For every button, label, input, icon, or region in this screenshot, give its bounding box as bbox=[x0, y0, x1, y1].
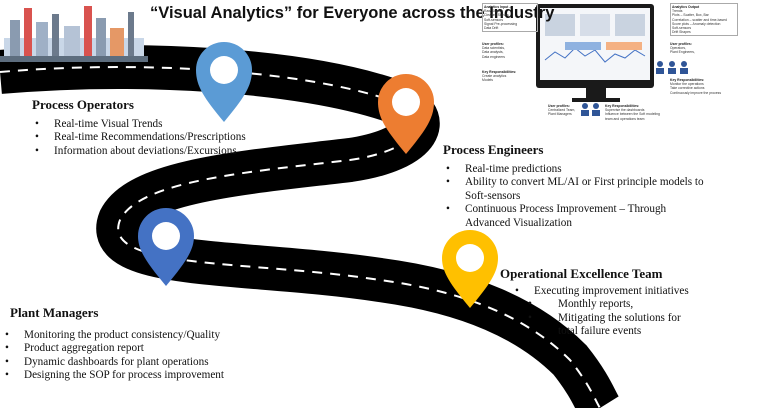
user-profiles-left-title: User profiles: bbox=[482, 42, 504, 46]
list-sub-item: Mitigating the solutions for bbox=[512, 312, 689, 326]
analytics-output-item: Plots – Scatter, Box, Bar bbox=[672, 13, 709, 18]
analytics-output-item: Correlation – scatter and time-based bbox=[672, 17, 727, 22]
key-resp-item: Influence between the Soft modeling bbox=[605, 112, 660, 117]
list-item-continuation: total failure events bbox=[558, 325, 642, 338]
analytics-input-item: Raw Signals bbox=[484, 9, 503, 14]
list-item-continuation: Advanced Visualization bbox=[465, 216, 572, 229]
key-responsibilities-left: Key Responsibilities: Create analytics M… bbox=[482, 70, 516, 83]
people-icons bbox=[581, 61, 688, 116]
analytics-output-box: Analytics Output Trends Plots – Scatter,… bbox=[670, 3, 738, 37]
process-operators-list: Real-time Visual Trends Real-time Recomm… bbox=[32, 118, 246, 159]
user-profile-item: Centralized Team, bbox=[548, 108, 576, 113]
key-resp-item: Monitor the operations bbox=[670, 82, 704, 87]
user-profile-item: Plant Managers bbox=[548, 112, 572, 117]
process-engineers-section: Process Engineers Real-time predictions … bbox=[443, 142, 704, 230]
list-item: Monitoring the product consistency/Quali… bbox=[2, 329, 224, 343]
user-profile-item: Operators, bbox=[670, 46, 687, 51]
pin-plant-managers bbox=[138, 208, 194, 286]
process-engineers-heading: Process Engineers bbox=[443, 142, 544, 157]
list-item-continuation: Soft-sensors bbox=[465, 189, 521, 202]
user-profile-item: Data analysts, bbox=[482, 50, 504, 55]
list-item: Executing improvement initiatives bbox=[512, 285, 689, 299]
process-operators-section: Process Operators Real-time Visual Trend… bbox=[32, 97, 246, 159]
list-item: Real-time Recommendations/Prescriptions bbox=[32, 131, 246, 145]
list-item: Designing the SOP for process improvemen… bbox=[2, 369, 224, 383]
operational-excellence-section: Operational Excellence Team Executing im… bbox=[500, 266, 689, 339]
key-responsibilities-bottom: Key Responsibilities: Supervise the dash… bbox=[605, 104, 660, 121]
list-item: Real-time Visual Trends bbox=[32, 118, 246, 132]
analytics-input-item: Data Drift bbox=[484, 26, 499, 31]
factory-illustration bbox=[0, 6, 148, 62]
list-item: Continuous Process Improvement – Through bbox=[443, 203, 704, 217]
analytics-input-item: Signal Pre-processing bbox=[484, 21, 518, 26]
key-resp-left-title: Key Responsibilities: bbox=[482, 70, 517, 74]
pin-operational-excellence bbox=[442, 230, 498, 308]
list-item: Dynamic dashboards for plant operations bbox=[2, 356, 224, 370]
key-resp-right-title: Key Responsibilities: bbox=[670, 78, 705, 82]
key-resp-item: team and operations team bbox=[605, 116, 645, 121]
user-profile-item: Data scientists, bbox=[482, 46, 505, 51]
analytics-output-item: Trends bbox=[672, 9, 683, 14]
analytics-output-item: Soft-sensors bbox=[672, 26, 692, 31]
list-item: Ability to convert ML/AI or First princi… bbox=[443, 176, 704, 190]
user-profiles-bottom-title: User profiles: bbox=[548, 104, 570, 108]
list-item: Product aggregation report bbox=[2, 342, 224, 356]
pin-process-operators bbox=[195, 41, 253, 122]
plant-managers-list: Monitoring the product consistency/Quali… bbox=[2, 329, 224, 383]
plant-managers-section: Plant Managers Monitoring the product co… bbox=[5, 305, 224, 383]
key-responsibilities-right: Key Responsibilities: Monitor the operat… bbox=[670, 78, 721, 95]
user-profiles-right-title: User profiles: bbox=[670, 42, 692, 46]
list-item: Information about deviations/Excursions bbox=[32, 145, 246, 159]
page-title: “Visual Analytics” for Everyone across t… bbox=[150, 4, 555, 22]
user-profile-item: Data engineers bbox=[482, 54, 505, 59]
key-resp-bottom-title: Key Responsibilities: bbox=[605, 104, 640, 108]
analytics-output-title: Analytics Output bbox=[672, 5, 700, 9]
process-operators-heading: Process Operators bbox=[32, 97, 134, 112]
pin-process-engineers bbox=[378, 74, 434, 154]
list-sub-item: Monthly reports, bbox=[512, 298, 689, 312]
analytics-output-item: Drift Shapes bbox=[672, 30, 691, 35]
key-resp-item: Create analytics bbox=[482, 74, 507, 79]
key-resp-item: Supervise the dashboards bbox=[605, 108, 645, 113]
plant-managers-heading: Plant Managers bbox=[10, 305, 99, 320]
list-item: Real-time predictions bbox=[443, 163, 704, 177]
user-profiles-bottom: User profiles: Centralized Team, Plant M… bbox=[548, 104, 575, 117]
analytics-output-item: Score plots – Anomaly detection bbox=[672, 21, 721, 26]
road-lane-markings bbox=[0, 66, 601, 408]
key-resp-item: Take corrective actions bbox=[670, 86, 705, 91]
analytics-input-item: Soft-sensors bbox=[484, 17, 504, 22]
analytics-input-box: Analytics Input – Raw Signals Cleaned Si… bbox=[482, 3, 538, 33]
analytics-input-title: Analytics Input – bbox=[484, 5, 512, 9]
process-engineers-list: Real-time predictions Ability to convert… bbox=[443, 163, 704, 230]
operational-excellence-list: Executing improvement initiatives Monthl… bbox=[512, 285, 689, 339]
analytics-input-item: Cleaned Signals bbox=[484, 13, 509, 18]
monitor-illustration bbox=[536, 4, 654, 102]
operational-excellence-heading: Operational Excellence Team bbox=[500, 266, 663, 281]
user-profiles-right: User profiles: Operators, Plant Engineer… bbox=[670, 42, 695, 55]
key-resp-item: Continuously improve the process bbox=[670, 90, 722, 95]
user-profile-item: Plant Engineers, bbox=[670, 50, 695, 55]
key-resp-item: Models bbox=[482, 78, 493, 83]
user-profiles-left: User profiles: Data scientists, Data ana… bbox=[482, 42, 505, 59]
